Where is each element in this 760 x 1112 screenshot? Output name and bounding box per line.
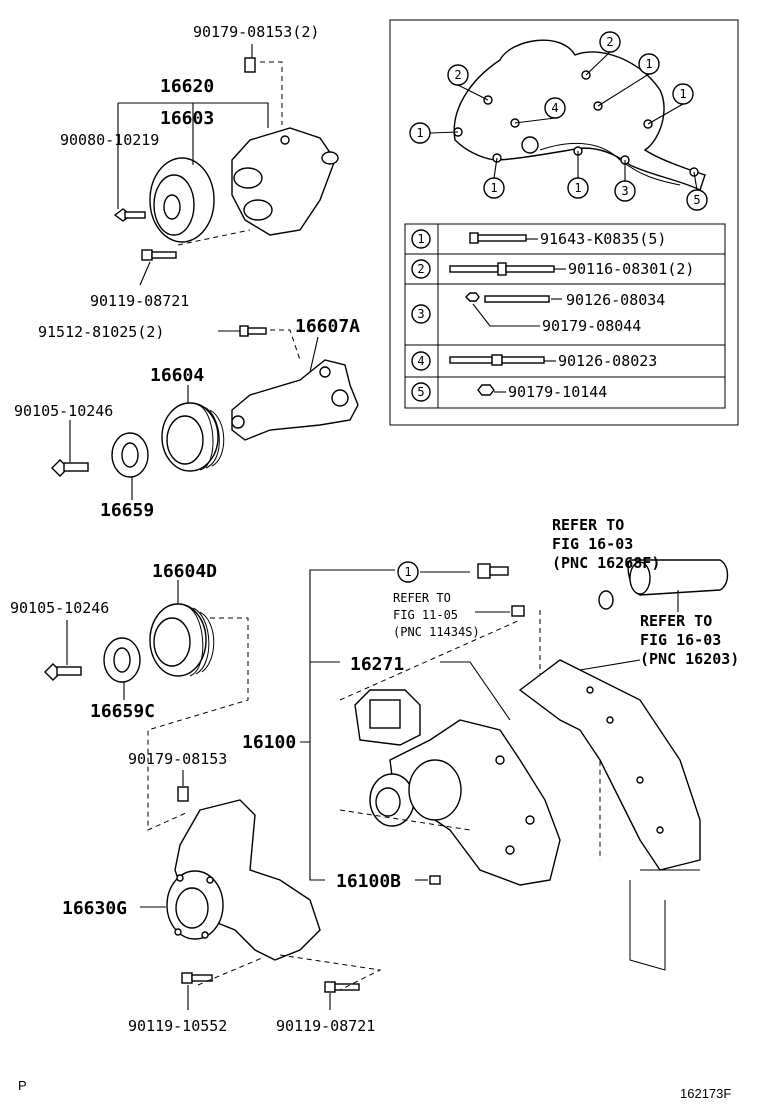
label-90179-08153: 90179-08153 <box>128 750 227 768</box>
inset-callout-number: 3 <box>621 184 628 198</box>
label-16100B: 16100B <box>336 871 401 892</box>
idler-bracket-16630G-drawing <box>166 786 360 993</box>
legend-rows: 1 91643-K0835(5) 2 90116-08301(2) 3 90126-080… <box>411 229 694 402</box>
label-16659C: 16659C <box>90 701 155 722</box>
label-16604: 16604 <box>150 365 204 386</box>
label-90119-08721-top: 90119-08721 <box>90 292 189 310</box>
inset-frame <box>389 19 739 426</box>
legend-part-number: 91643-K0835(5) <box>540 230 666 248</box>
inset-callout: 3 <box>614 180 636 202</box>
legend-part-number: 90179-10144 <box>508 383 607 401</box>
legend-row: 5 90179-10144 <box>411 382 607 402</box>
inset-callout-number: 1 <box>645 57 652 71</box>
refer-16268F-line3: (PNC 16268F) <box>552 554 660 572</box>
label-91512-81025-2: 91512-81025(2) <box>38 323 164 341</box>
inset-callout: 1 <box>567 177 589 199</box>
label-16604D: 16604D <box>152 561 217 582</box>
bracket-16607A-drawing <box>51 325 359 478</box>
label-16603: 16603 <box>160 108 214 129</box>
inset-callouts: 2 2 1 1 4 1 1 1 3 5 <box>409 31 708 211</box>
refer-16203-line3: (PNC 16203) <box>640 650 739 668</box>
inset-callout-number: 1 <box>679 87 686 101</box>
legend-number: 1 <box>417 232 424 246</box>
legend-number: 3 <box>417 307 424 321</box>
refer-11434S-line2: FIG 11-05 <box>393 608 458 622</box>
timing-cover-drawing <box>518 559 729 971</box>
legend-bolt-icons <box>449 232 555 396</box>
label-16607A: 16607A <box>295 316 360 337</box>
label-90080-10219: 90080-10219 <box>60 131 159 149</box>
legend-number: 4 <box>417 354 424 368</box>
pump-16603-drawing <box>113 57 339 261</box>
inset-callout: 4 <box>544 97 566 119</box>
label-16630G: 16630G <box>62 898 127 919</box>
o-ring-16268F <box>598 590 614 610</box>
refer-16268F-line1: REFER TO <box>552 516 624 534</box>
refer-16268F-line2: FIG 16-03 <box>552 535 633 553</box>
inset-callout-number: 4 <box>551 101 558 115</box>
inset-callout-number: 1 <box>416 126 423 140</box>
legend-row: 2 90116-08301(2) <box>411 259 694 279</box>
label-16100: 16100 <box>242 732 296 753</box>
inset-housing-drawing <box>453 39 706 191</box>
legend-number: 2 <box>417 262 424 276</box>
inset-callout-number: 1 <box>574 181 581 195</box>
refer-11434S-line3: (PNC 11434S) <box>393 625 480 639</box>
label-16620: 16620 <box>160 76 214 97</box>
label-90105-10246-b: 90105-10246 <box>10 599 109 617</box>
inset-callout-number: 2 <box>454 68 461 82</box>
inset-callout: 2 <box>599 31 621 53</box>
pipe-16203 <box>627 559 729 596</box>
inset-callout: 1 <box>483 177 505 199</box>
inset-callout-number: 5 <box>693 193 700 207</box>
label-16659: 16659 <box>100 500 154 521</box>
refer-16203-line1: REFER TO <box>640 612 712 630</box>
inset-callout: 1 <box>409 122 431 144</box>
legend-row: 1 91643-K0835(5) <box>411 229 666 249</box>
legend-part-number: 90126-08023 <box>558 352 657 370</box>
label-90119-10552: 90119-10552 <box>128 1017 227 1035</box>
footer-right-code: 162173F <box>680 1086 731 1101</box>
legend-row: 3 90126-08034 90179-08044 <box>411 291 665 335</box>
label-90105-10246-a: 90105-10246 <box>14 402 113 420</box>
inset-callout: 1 <box>638 53 660 75</box>
legend-part-number: 90126-08034 <box>566 291 665 309</box>
refer-11434S-line1: REFER TO <box>393 591 451 605</box>
water-pump-16100-drawing <box>354 563 614 886</box>
refer-16203-line2: FIG 16-03 <box>640 631 721 649</box>
inset-callout-number: 1 <box>490 181 497 195</box>
label-90119-08721-bottom: 90119-08721 <box>276 1017 375 1035</box>
footer-left: P <box>18 1078 27 1093</box>
callout-circle-1 <box>397 561 419 583</box>
inset-callout: 2 <box>447 64 469 86</box>
callout-1-text: 1 <box>404 565 411 579</box>
inset-callout: 5 <box>686 189 708 211</box>
legend-part-number: 90179-08044 <box>542 317 641 335</box>
inset-callout: 1 <box>672 83 694 105</box>
label-90179-08153-2: 90179-08153(2) <box>193 23 319 41</box>
legend-table <box>404 223 726 409</box>
label-16271: 16271 <box>350 654 404 675</box>
legend-row: 4 90126-08023 <box>411 351 657 371</box>
legend-number: 5 <box>417 385 424 399</box>
nut-90179-08153 <box>244 57 256 73</box>
legend-part-number: 90116-08301(2) <box>568 260 694 278</box>
inset-callout-number: 2 <box>606 35 613 49</box>
pulley-16604D-drawing <box>44 603 215 683</box>
